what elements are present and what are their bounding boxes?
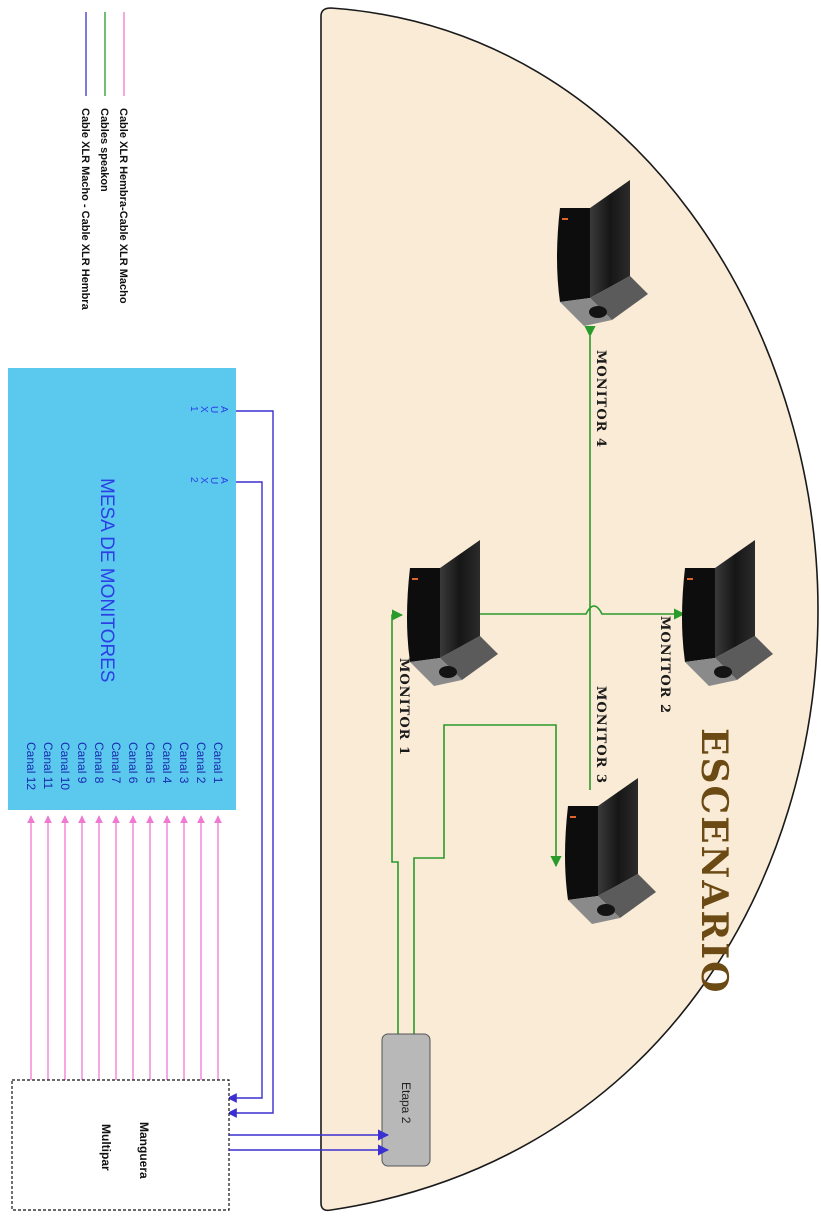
channel-label: Canal 10	[58, 742, 72, 790]
monitor-2-label: MONITOR 2	[657, 616, 672, 714]
channel-label: Canal 6	[126, 742, 140, 784]
channel-label: Canal 2	[194, 742, 208, 784]
channel-label: Canal 9	[75, 742, 89, 784]
console-title: MESA DE MONITORES	[96, 478, 117, 682]
channel-label: Canal 12	[24, 742, 38, 790]
legend: Cable XLR Hembra-Cable XLR Macho Cables …	[79, 12, 129, 311]
amp-label: Etapa 2	[399, 1082, 413, 1124]
multipar-box	[12, 1080, 229, 1210]
multipar-label-manguera: Manguera	[137, 1122, 151, 1179]
monitor-3-label: MONITOR 3	[593, 686, 608, 784]
channel-label: Canal 11	[41, 742, 55, 789]
svg-text:1: 1	[188, 406, 199, 412]
channel-cables	[31, 816, 218, 1080]
channel-label: Canal 1	[211, 742, 225, 784]
legend-label-xlr-macho-hembra: Cable XLR Macho - Cable XLR Hembra	[79, 108, 91, 311]
legend-label-speakon: Cables speakon	[98, 108, 110, 192]
monitor-1-label: MONITOR 1	[396, 658, 411, 756]
channel-label: Canal 4	[160, 742, 174, 784]
channel-label: Canal 3	[177, 742, 191, 784]
channel-label: Canal 5	[143, 742, 157, 784]
stage-title: ESCENARIO	[693, 728, 735, 994]
monitor-4-label: MONITOR 4	[593, 350, 608, 448]
channel-label: Canal 7	[109, 742, 123, 784]
channel-label: Canal 8	[92, 742, 106, 784]
legend-label-xlr-hembra-macho: Cable XLR Hembra-Cable XLR Macho	[117, 108, 129, 304]
multipar-label-multipar: Multipar	[99, 1124, 113, 1171]
svg-text:2: 2	[188, 477, 199, 483]
